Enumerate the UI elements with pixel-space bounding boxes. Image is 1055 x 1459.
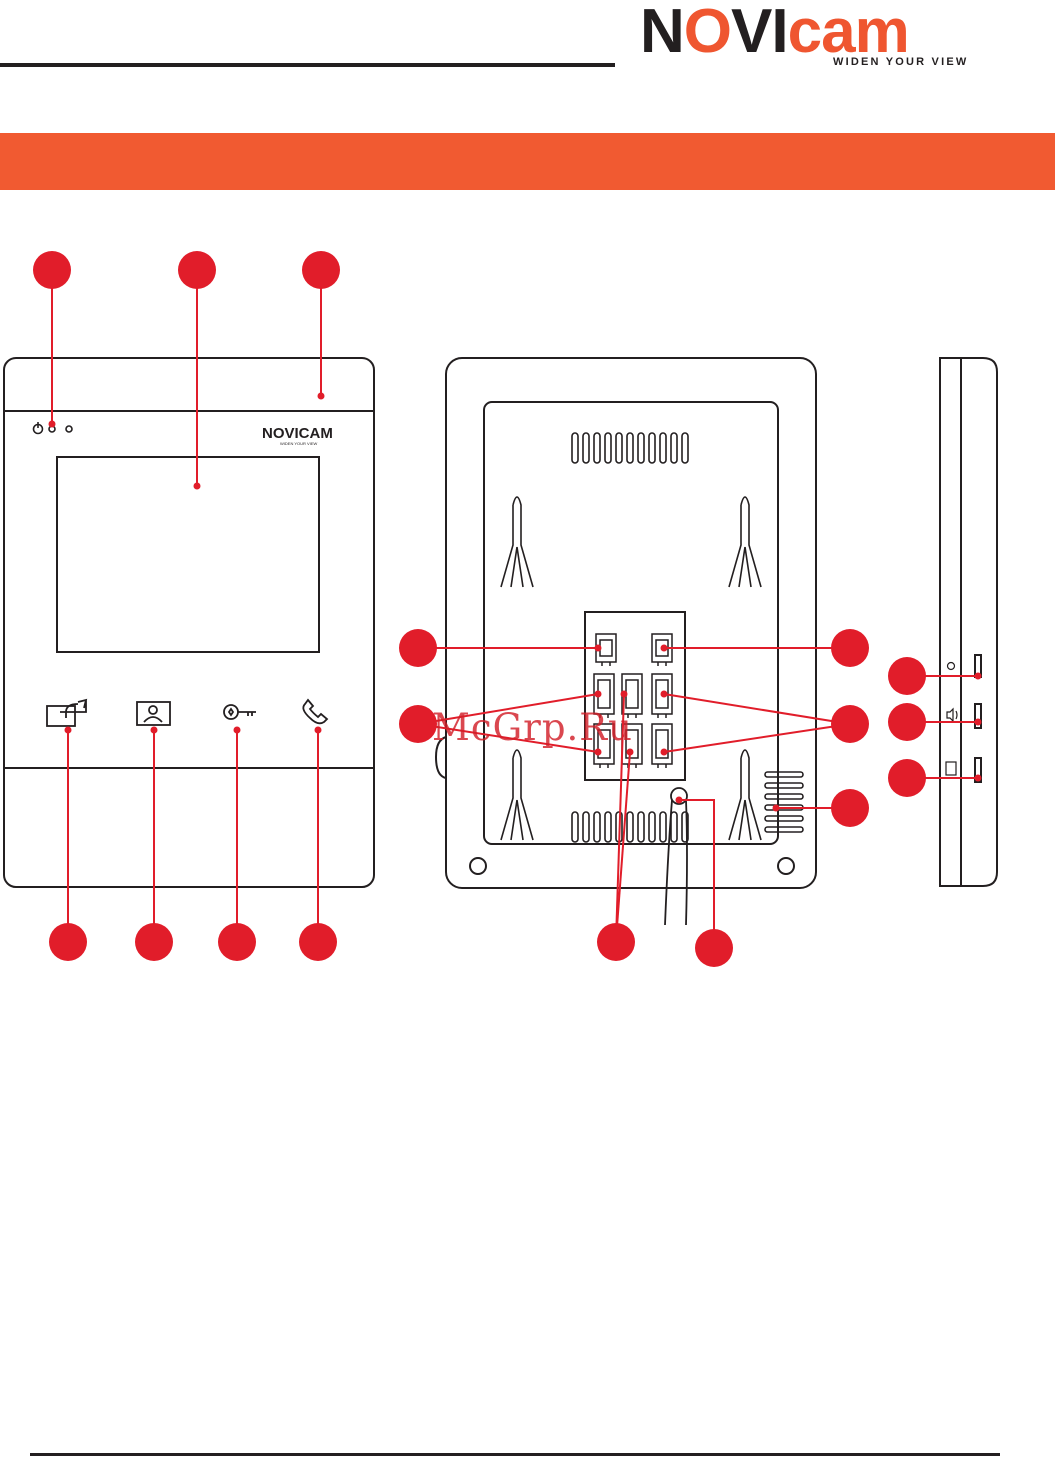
- callout-marker: [218, 923, 256, 961]
- vent-slot: [583, 433, 589, 463]
- callout-dot: [627, 749, 634, 756]
- vent-slot: [627, 812, 633, 842]
- vent-slot: [583, 812, 589, 842]
- vent-slot: [660, 433, 666, 463]
- callout-dot: [661, 645, 668, 652]
- callout-marker: [135, 923, 173, 961]
- top-vents: [572, 433, 688, 463]
- vent-slot: [682, 433, 688, 463]
- callout-dot: [65, 727, 72, 734]
- vent-slot: [627, 433, 633, 463]
- vent-slot: [660, 812, 666, 842]
- callout-dot: [595, 645, 602, 652]
- vent-slot: [572, 433, 578, 463]
- side-view: [940, 358, 997, 886]
- footer-rule: [30, 1453, 1000, 1456]
- intercom-transfer-icon: [47, 700, 86, 726]
- callout-dot: [151, 727, 158, 734]
- monitor-icon: [137, 702, 170, 725]
- vent-slot: [649, 433, 655, 463]
- callout-dot: [975, 673, 982, 680]
- vent-slot: [671, 433, 677, 463]
- grille-slot: [765, 772, 803, 777]
- mount-hook: [729, 750, 761, 840]
- callout-dot: [595, 749, 602, 756]
- callout-dot: [975, 719, 982, 726]
- vent-slot: [605, 433, 611, 463]
- callout-marker: [831, 789, 869, 827]
- callout-dot: [49, 421, 56, 428]
- led-2: [66, 426, 72, 432]
- callout-dot: [975, 775, 982, 782]
- callout-marker: [831, 705, 869, 743]
- vent-slot: [638, 433, 644, 463]
- door-key-icon: [224, 705, 256, 719]
- callout-marker: [299, 923, 337, 961]
- speaker-grille: [765, 772, 803, 832]
- vent-slot: [638, 812, 644, 842]
- vent-slot: [671, 812, 677, 842]
- svg-text:WIDEN YOUR VIEW: WIDEN YOUR VIEW: [280, 441, 317, 446]
- power-cable: [665, 788, 687, 925]
- callout-dot: [661, 691, 668, 698]
- mount-hook: [729, 497, 761, 587]
- grille-slot: [765, 794, 803, 799]
- grille-slot: [765, 816, 803, 821]
- watermark-text: McGrp.Ru: [432, 706, 633, 749]
- callout-marker: [49, 923, 87, 961]
- vent-slot: [594, 812, 600, 842]
- callout-marker: [888, 657, 926, 695]
- callout-marker: [888, 703, 926, 741]
- rj-port: [652, 724, 672, 768]
- callout-dot: [621, 691, 628, 698]
- vent-slot: [649, 812, 655, 842]
- callout-marker: [695, 929, 733, 967]
- vent-slot: [616, 433, 622, 463]
- callout-marker: [302, 251, 340, 289]
- grille-slot: [765, 827, 803, 832]
- callout-dot: [773, 805, 780, 812]
- mount-hook: [501, 497, 533, 587]
- callout-marker: [33, 251, 71, 289]
- callout-dot: [661, 749, 668, 756]
- callout-marker: [831, 629, 869, 667]
- callout-dot: [315, 727, 322, 734]
- callout-marker: [888, 759, 926, 797]
- mount-hook: [501, 750, 533, 840]
- front-logo: NOVICAM: [262, 425, 333, 442]
- vent-slot: [572, 812, 578, 842]
- callout-marker: [597, 923, 635, 961]
- mount-hooks: [501, 497, 761, 840]
- grille-slot: [765, 783, 803, 788]
- callout-dot: [676, 797, 683, 804]
- screen: [57, 457, 319, 652]
- callout-dot: [318, 393, 325, 400]
- callout-dot: [234, 727, 241, 734]
- phone-handset-icon: [303, 700, 327, 723]
- callout-dot: [194, 483, 201, 490]
- vent-slot: [594, 433, 600, 463]
- vent-slot: [605, 812, 611, 842]
- callout-marker: [399, 629, 437, 667]
- callout-dot: [595, 691, 602, 698]
- callout-marker: [178, 251, 216, 289]
